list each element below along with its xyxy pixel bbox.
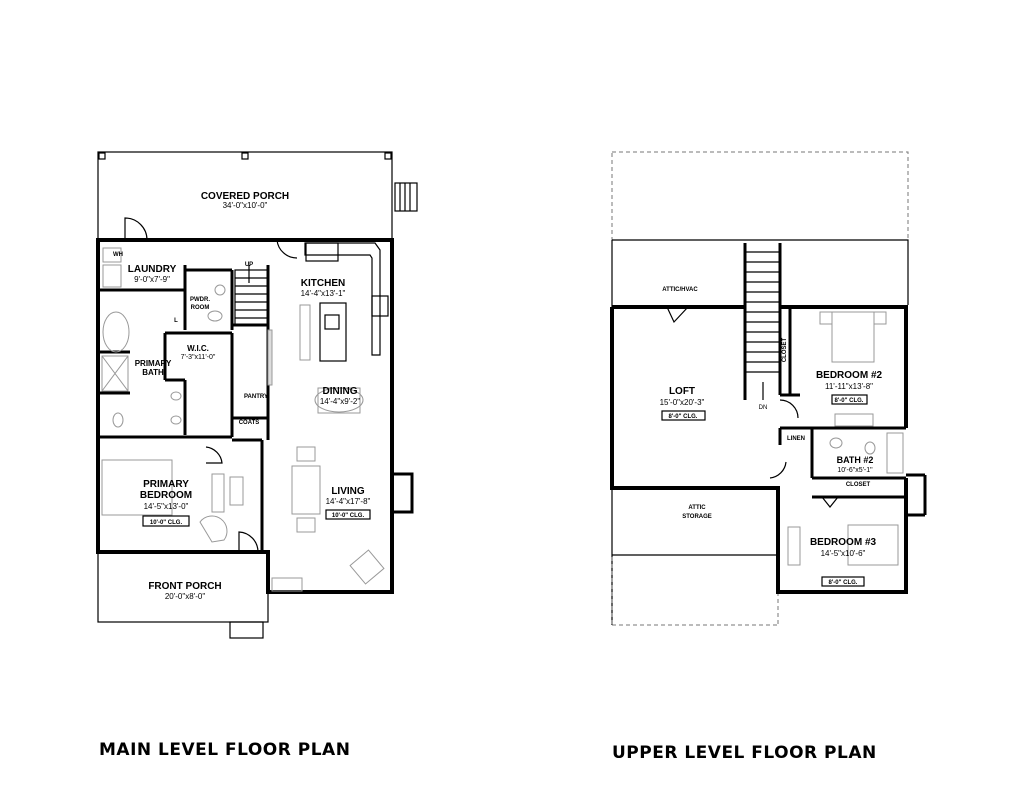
bedroom2-dims: 11'-11"x13'-8" bbox=[825, 382, 873, 391]
covered-porch-label: COVERED PORCH bbox=[201, 191, 289, 202]
bedroom2-label: BEDROOM #2 bbox=[816, 370, 883, 381]
upper-stairs bbox=[666, 251, 839, 508]
bedroom2-ceiling: 8'-0" CLG. bbox=[835, 398, 864, 404]
attic-storage-label-1: ATTIC bbox=[688, 505, 706, 511]
bedroom3-label: BEDROOM #3 bbox=[810, 537, 877, 548]
upper-walls bbox=[610, 305, 908, 594]
bath2-label: BATH #2 bbox=[837, 455, 874, 465]
closet-label-bedroom3: CLOSET bbox=[846, 482, 871, 488]
loft-ceiling: 8'-0" CLG. bbox=[669, 414, 698, 420]
front-porch-outline bbox=[97, 551, 269, 623]
living-dims: 14'-4"x17'-8" bbox=[326, 497, 371, 506]
upper-furniture bbox=[787, 311, 904, 566]
kitchen-counters bbox=[304, 242, 389, 362]
loft-label: LOFT bbox=[669, 386, 695, 397]
primary-bedroom-ceiling: 10'-0" CLG. bbox=[150, 520, 183, 526]
living-label: LIVING bbox=[331, 486, 365, 497]
front-porch-label: FRONT PORCH bbox=[148, 581, 221, 592]
porch-steps bbox=[394, 182, 418, 212]
stairs-down-label: DN bbox=[759, 405, 768, 411]
covered-porch-dims: 34'-0"x10'-0" bbox=[223, 201, 268, 210]
kitchen-label: KITCHEN bbox=[301, 278, 345, 289]
primary-bedroom-label-2: BEDROOM bbox=[140, 490, 192, 501]
powder-room-label-2: ROOM bbox=[191, 305, 210, 311]
roof-outline bbox=[611, 151, 909, 241]
powder-room-label-1: PWDR. bbox=[190, 297, 210, 303]
linen-l-label: L bbox=[174, 318, 178, 324]
upper-level-plan: ATTIC/HVAC LOFT 15'-0"x20'-3" 8'-0" CLG.… bbox=[610, 151, 927, 626]
front-porch-dims: 20'-0"x8'-0" bbox=[165, 592, 205, 601]
dining-dims: 14'-4"x9'-2" bbox=[320, 397, 360, 406]
laundry-dims: 9'-0"x7'-9" bbox=[134, 275, 170, 284]
primary-bath-label-1: PRIMARY bbox=[135, 359, 172, 368]
furniture bbox=[101, 247, 385, 592]
stairs-up-label: UP bbox=[245, 262, 253, 268]
main-level-plan: COVERED PORCH 34'-0"x10'-0" WH LAUNDRY 9… bbox=[96, 151, 418, 639]
fireplace bbox=[392, 472, 414, 514]
water-heater-label: WH bbox=[113, 252, 123, 258]
wic-dims: 7'-3"x11'-0" bbox=[181, 354, 216, 361]
attic-hvac-label: ATTIC/HVAC bbox=[662, 287, 698, 293]
upper-level-title: UPPER LEVEL FLOOR PLAN bbox=[612, 743, 877, 763]
living-ceiling: 10'-0" CLG. bbox=[332, 513, 365, 519]
main-exterior-walls bbox=[96, 238, 394, 594]
primary-bedroom-dims: 14'-5"x13'-0" bbox=[144, 502, 189, 511]
laundry-label: LAUNDRY bbox=[128, 264, 177, 275]
primary-bath-label-2: BATH bbox=[142, 368, 164, 377]
closet-label-bedroom2: CLOSET bbox=[782, 338, 788, 363]
bath2-dims: 10'-6"x5'-1" bbox=[837, 467, 873, 474]
kitchen-island bbox=[319, 302, 347, 362]
wic-label: W.I.C. bbox=[187, 344, 209, 353]
dining-label: DINING bbox=[323, 386, 358, 397]
attic-storage-label-2: STORAGE bbox=[682, 514, 712, 520]
primary-bedroom-label-1: PRIMARY bbox=[143, 479, 189, 490]
coats-label: COATS bbox=[239, 420, 260, 426]
bedroom3-dims: 14'-5"x10'-6" bbox=[821, 549, 866, 558]
loft-dims: 15'-0"x20'-3" bbox=[660, 398, 705, 407]
kitchen-dims: 14'-4"x13'-1" bbox=[301, 289, 346, 298]
front-steps bbox=[229, 621, 264, 639]
main-stairs bbox=[234, 265, 269, 326]
main-level-title: MAIN LEVEL FLOOR PLAN bbox=[99, 740, 351, 760]
pantry-label: PANTRY bbox=[244, 394, 268, 400]
range bbox=[371, 295, 389, 317]
bedroom3-ceiling: 8'-0" CLG. bbox=[829, 580, 858, 586]
linen-label: LINEN bbox=[787, 436, 805, 442]
